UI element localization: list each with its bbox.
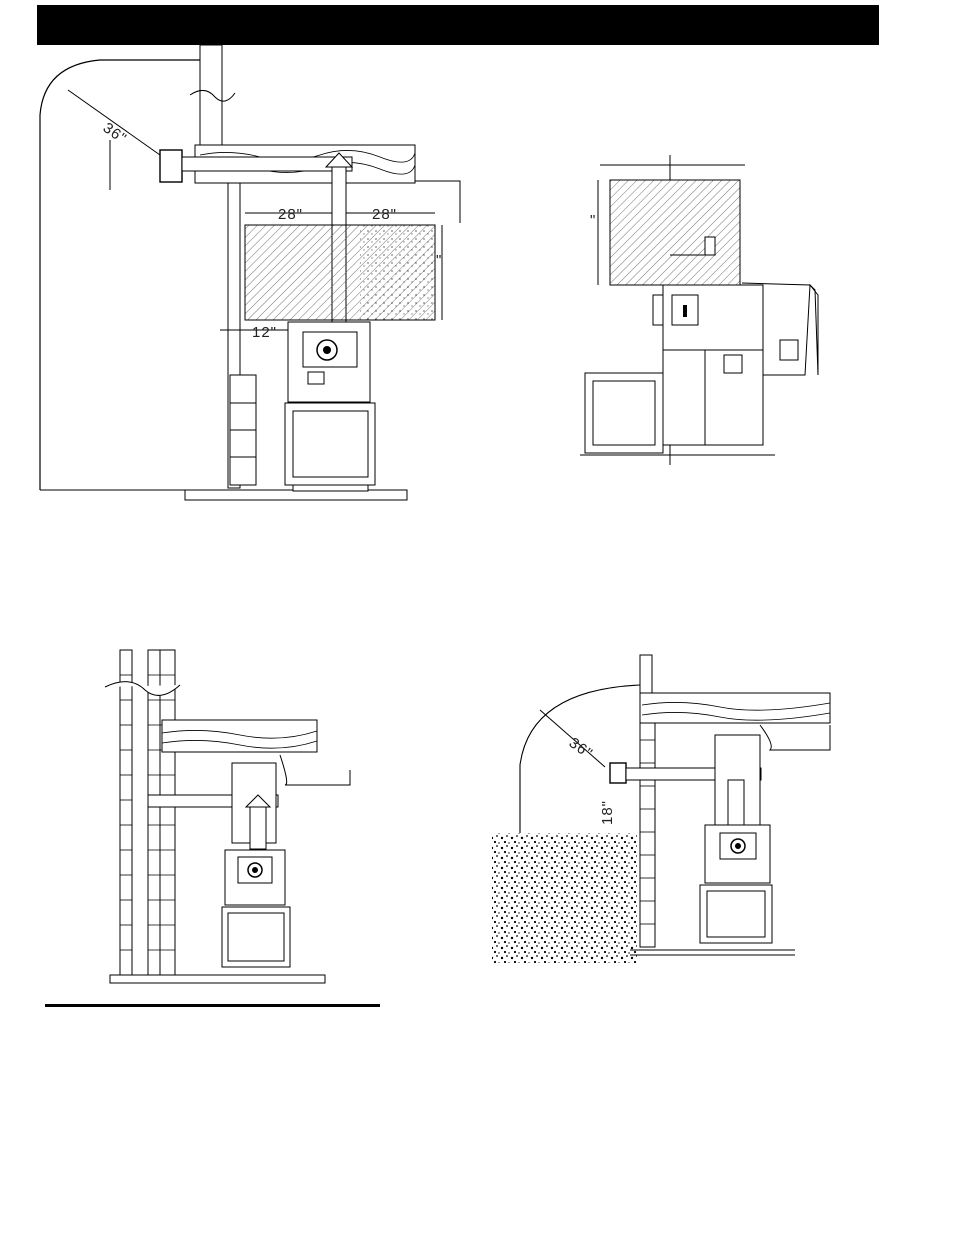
dim-right-28: 28"	[372, 206, 397, 223]
furnace-icon	[222, 850, 290, 967]
diagram-top-left-svg: 36" 28" 28" " 12"	[30, 45, 470, 515]
diagram-top-right-svg: "	[560, 155, 830, 475]
dim-bottom-12: 12"	[252, 324, 277, 341]
section-rule	[45, 1004, 380, 1007]
dim-angle-36-bottom: 36"	[566, 734, 596, 762]
dim-vertical-18: 18"	[599, 800, 616, 825]
chimney-icon	[120, 650, 175, 975]
dim-side-top-right: "	[590, 212, 596, 229]
figure-bottom-left	[100, 645, 360, 990]
furnace-icon	[653, 285, 763, 445]
diagram-bottom-right-svg: 36" 18"	[490, 655, 850, 970]
header-bar	[37, 5, 879, 45]
figure-bottom-right: 36" 18"	[490, 655, 850, 970]
furnace-icon	[700, 825, 772, 943]
dim-side-top-left: "	[436, 252, 442, 269]
furnace-icon	[285, 322, 375, 491]
figure-top-left: 36" 28" 28" " 12"	[30, 45, 470, 515]
dim-left-28: 28"	[278, 206, 303, 223]
floor-joist-icon	[162, 720, 317, 752]
floor-joist-icon	[640, 693, 830, 723]
diagram-bottom-left-svg	[100, 645, 360, 990]
dim-angle-36: 36"	[100, 119, 130, 147]
figure-top-right: "	[560, 155, 830, 475]
